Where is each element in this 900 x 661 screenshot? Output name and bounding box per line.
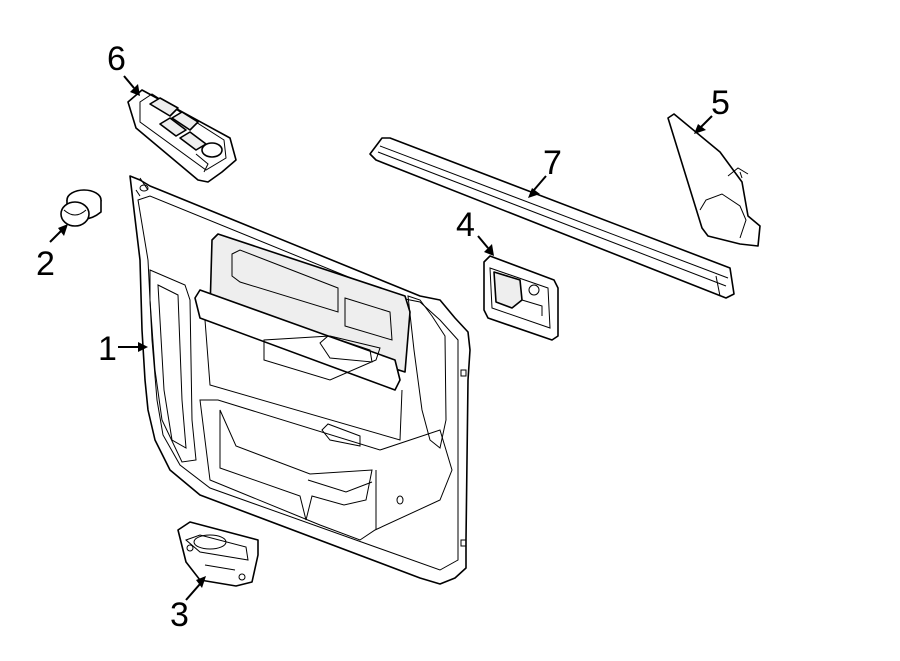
window-switch [127,89,237,183]
leader-6 [123,75,135,89]
leader-5 [699,115,713,129]
arrow-3-icon [196,576,206,588]
callout-3: 3 [170,596,189,634]
callout-2: 2 [36,245,55,283]
leader-lines [49,75,713,601]
arrow-5-icon [694,124,706,134]
callout-7: 7 [543,144,562,182]
leader-4 [477,235,489,249]
retainer-clip [60,189,102,227]
leader-2 [49,229,63,243]
sail-trim [667,113,761,247]
door-trim-panel [129,175,471,585]
callout-1: 1 [98,330,117,368]
belt-weatherstrip [369,137,735,299]
callout-6: 6 [107,40,126,78]
callout-4: 4 [456,206,475,244]
arrow-7-icon [528,188,540,198]
arrow-6-icon [130,84,140,96]
arrow-2-icon [58,224,68,236]
arrow-1-icon [138,342,148,352]
leader-3 [185,583,201,601]
lower-pocket [177,521,259,587]
arrow-4-icon [484,244,494,256]
callout-labels: 1 2 3 4 5 6 7 [36,40,730,634]
leader-7 [533,175,547,191]
handle-bezel [483,255,559,341]
callout-5: 5 [711,84,730,122]
